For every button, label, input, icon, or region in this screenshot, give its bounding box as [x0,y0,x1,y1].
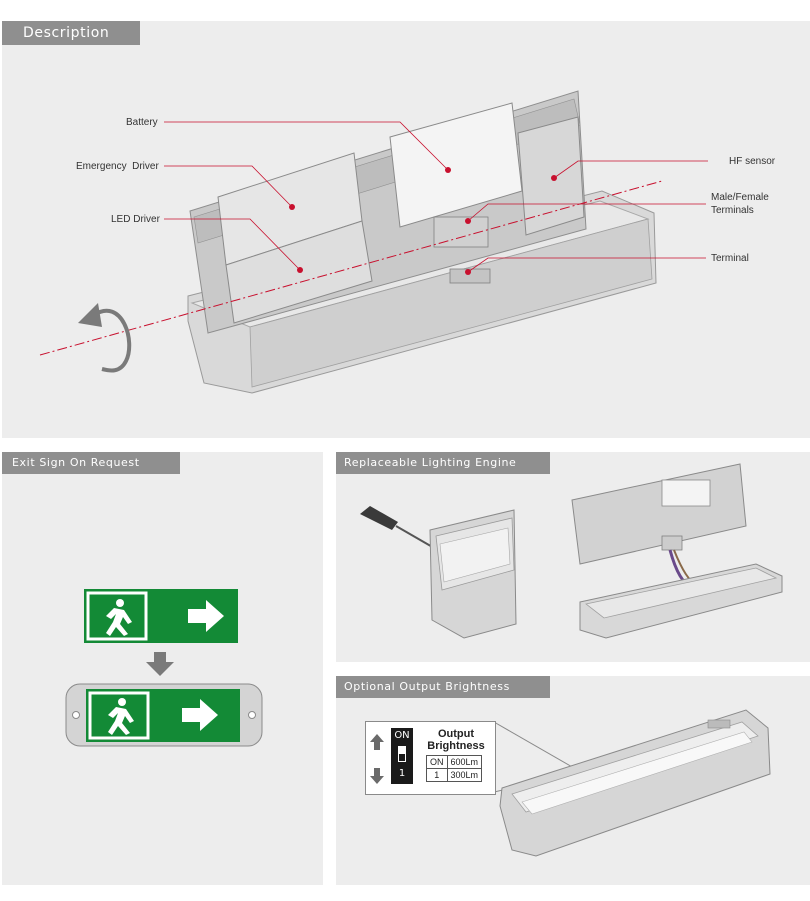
replaceable-engine-tab: Replaceable Lighting Engine [336,452,550,474]
callout-hf-sensor: HF sensor [729,156,776,167]
dip-switch-one-label: 1 [398,768,406,779]
brightness-luminaire-illustration [493,709,771,857]
brightness-output-cell: 600Lm [446,755,483,769]
brightness-tab: Optional Output Brightness [336,676,550,698]
down-arrow-icon [146,652,174,676]
brightness-title: Optional Output Brightness [344,680,510,693]
table-row: ON 600Lm [426,755,483,769]
dip-switch-on-label: ON [394,730,410,741]
exit-arrow-right-icon [188,600,224,632]
led-driver-leader [164,218,301,271]
callout-male-female-line1: Male/Female [711,192,769,203]
brightness-output-cell: 300Lm [446,768,483,782]
table-row: 1 300Lm [426,768,483,782]
exit-sign-illustration [65,589,263,747]
brightness-callout-box: ON 1 Output Brightness ON 600Lm 1 300Lm [365,721,496,795]
exit-sign-panel: Exit Sign On Request [2,452,323,885]
replaceable-engine-panel: Replaceable Lighting Engine [336,452,810,662]
callout-led-driver: LED Driver [111,214,160,225]
description-panel: Description [2,21,810,438]
led-board [521,731,753,815]
brightness-table: ON 600Lm 1 300Lm [426,755,483,782]
hf-sensor-board [517,116,585,236]
terminal-leader [467,257,706,273]
exit-arrow-right-icon-mounted [182,699,218,731]
brightness-panel: Optional Output Brightness ON 1 Output B… [336,676,810,885]
replaceable-engine-title: Replaceable Lighting Engine [344,456,517,469]
callout-terminal: Terminal [711,253,749,264]
up-down-arrows-icon [370,734,384,784]
battery-leader [164,121,449,171]
description-title: Description [23,25,110,41]
running-man-icon-mounted [108,698,134,735]
brightness-setting-cell: ON [426,755,448,769]
callout-battery: Battery [126,117,158,128]
replaceable-engine-illustration [360,463,783,639]
exit-sign-title: Exit Sign On Request [12,456,140,469]
hf-sensor-leader [553,160,708,179]
brightness-title-line2: Brightness [427,740,485,752]
brightness-setting-cell: 1 [426,768,448,782]
emergency-driver-leader [164,165,293,208]
dip-switch-toggle [398,746,406,762]
luminaire-exploded-illustration [39,90,708,394]
male-female-leader [467,203,706,222]
callout-male-female-line2: Terminals [711,205,754,216]
brightness-title-line1: Output [437,728,475,740]
exit-sign-tab: Exit Sign On Request [2,452,180,474]
terminal-block [449,268,491,284]
description-tab: Description [2,21,140,45]
gear-tray-lifted [571,463,747,565]
callout-emergency-driver: Emergency Driver [76,161,159,172]
dip-switch: ON 1 [391,728,413,784]
running-man-icon [106,599,132,636]
rotation-arrow-icon [92,308,132,373]
battery-pack [389,102,523,228]
